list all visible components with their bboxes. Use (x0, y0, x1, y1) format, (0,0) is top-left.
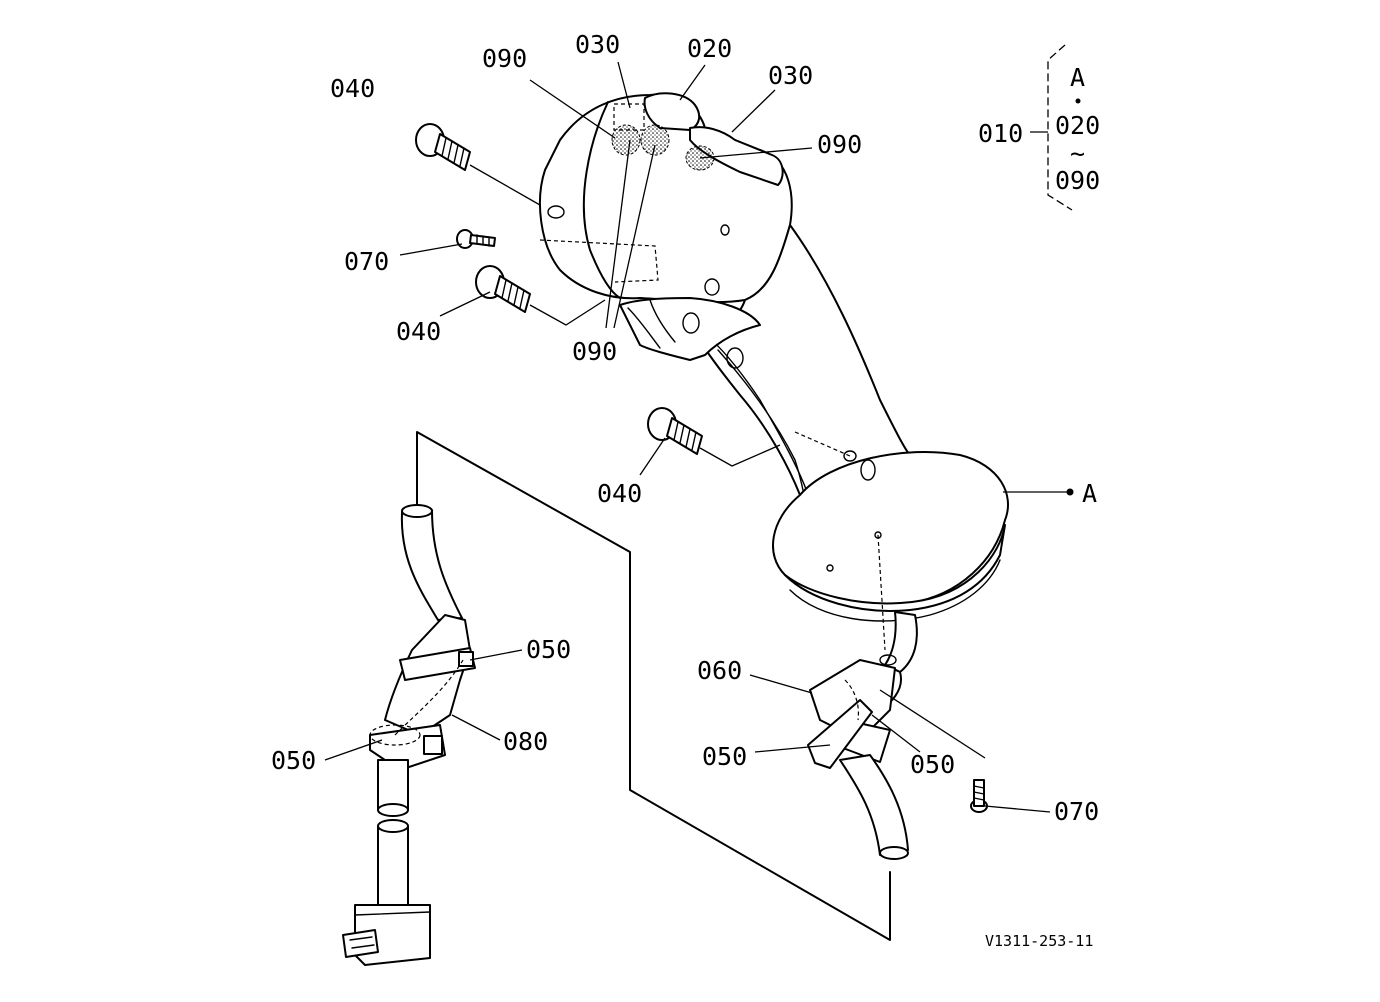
grip-handle (539, 92, 1009, 673)
legend-assembly: 010 (978, 119, 1023, 148)
label-040-top: 040 (330, 74, 375, 103)
part-labels: 090 030 020 030 090 040 070 040 090 040 … (271, 30, 1099, 826)
label-030-top: 030 (575, 30, 620, 59)
label-050-right-right: 050 (910, 750, 955, 779)
label-050-left-top: 050 (526, 635, 571, 664)
legend-marker: A (1070, 63, 1085, 92)
label-090-top-left: 090 (482, 44, 527, 73)
label-020-top: 020 (687, 34, 732, 63)
legend-to: 090 (1055, 166, 1100, 195)
screw-040-lower (647, 407, 703, 455)
assembly-legend: 010 A 020 ~ 090 (978, 44, 1100, 211)
label-point-a: A (1082, 479, 1097, 508)
screw-070-left (456, 229, 496, 249)
label-080: 080 (503, 727, 548, 756)
cable-routing-line (416, 431, 891, 941)
right-cable-assembly (807, 654, 909, 860)
legend-tilde: ~ (1070, 139, 1085, 168)
point-a-dot (1066, 488, 1074, 496)
label-070-right: 070 (1054, 797, 1099, 826)
label-070-left: 070 (344, 247, 389, 276)
label-050-right-left: 050 (702, 742, 747, 771)
screw-040-top (415, 123, 471, 171)
label-090-right: 090 (817, 130, 862, 159)
label-090-bottom: 090 (572, 337, 617, 366)
label-040-mid: 040 (396, 317, 441, 346)
reference-code: V1311-253-11 (985, 932, 1093, 950)
leader-lines (324, 61, 1074, 813)
label-040-lower: 040 (597, 479, 642, 508)
screw-070-right (970, 779, 988, 813)
label-060: 060 (697, 656, 742, 685)
left-cable-assembly (342, 504, 476, 966)
label-050-left-bottom: 050 (271, 746, 316, 775)
label-030-right: 030 (768, 61, 813, 90)
legend-from: 020 (1055, 111, 1100, 140)
screw-040-mid (475, 265, 531, 313)
